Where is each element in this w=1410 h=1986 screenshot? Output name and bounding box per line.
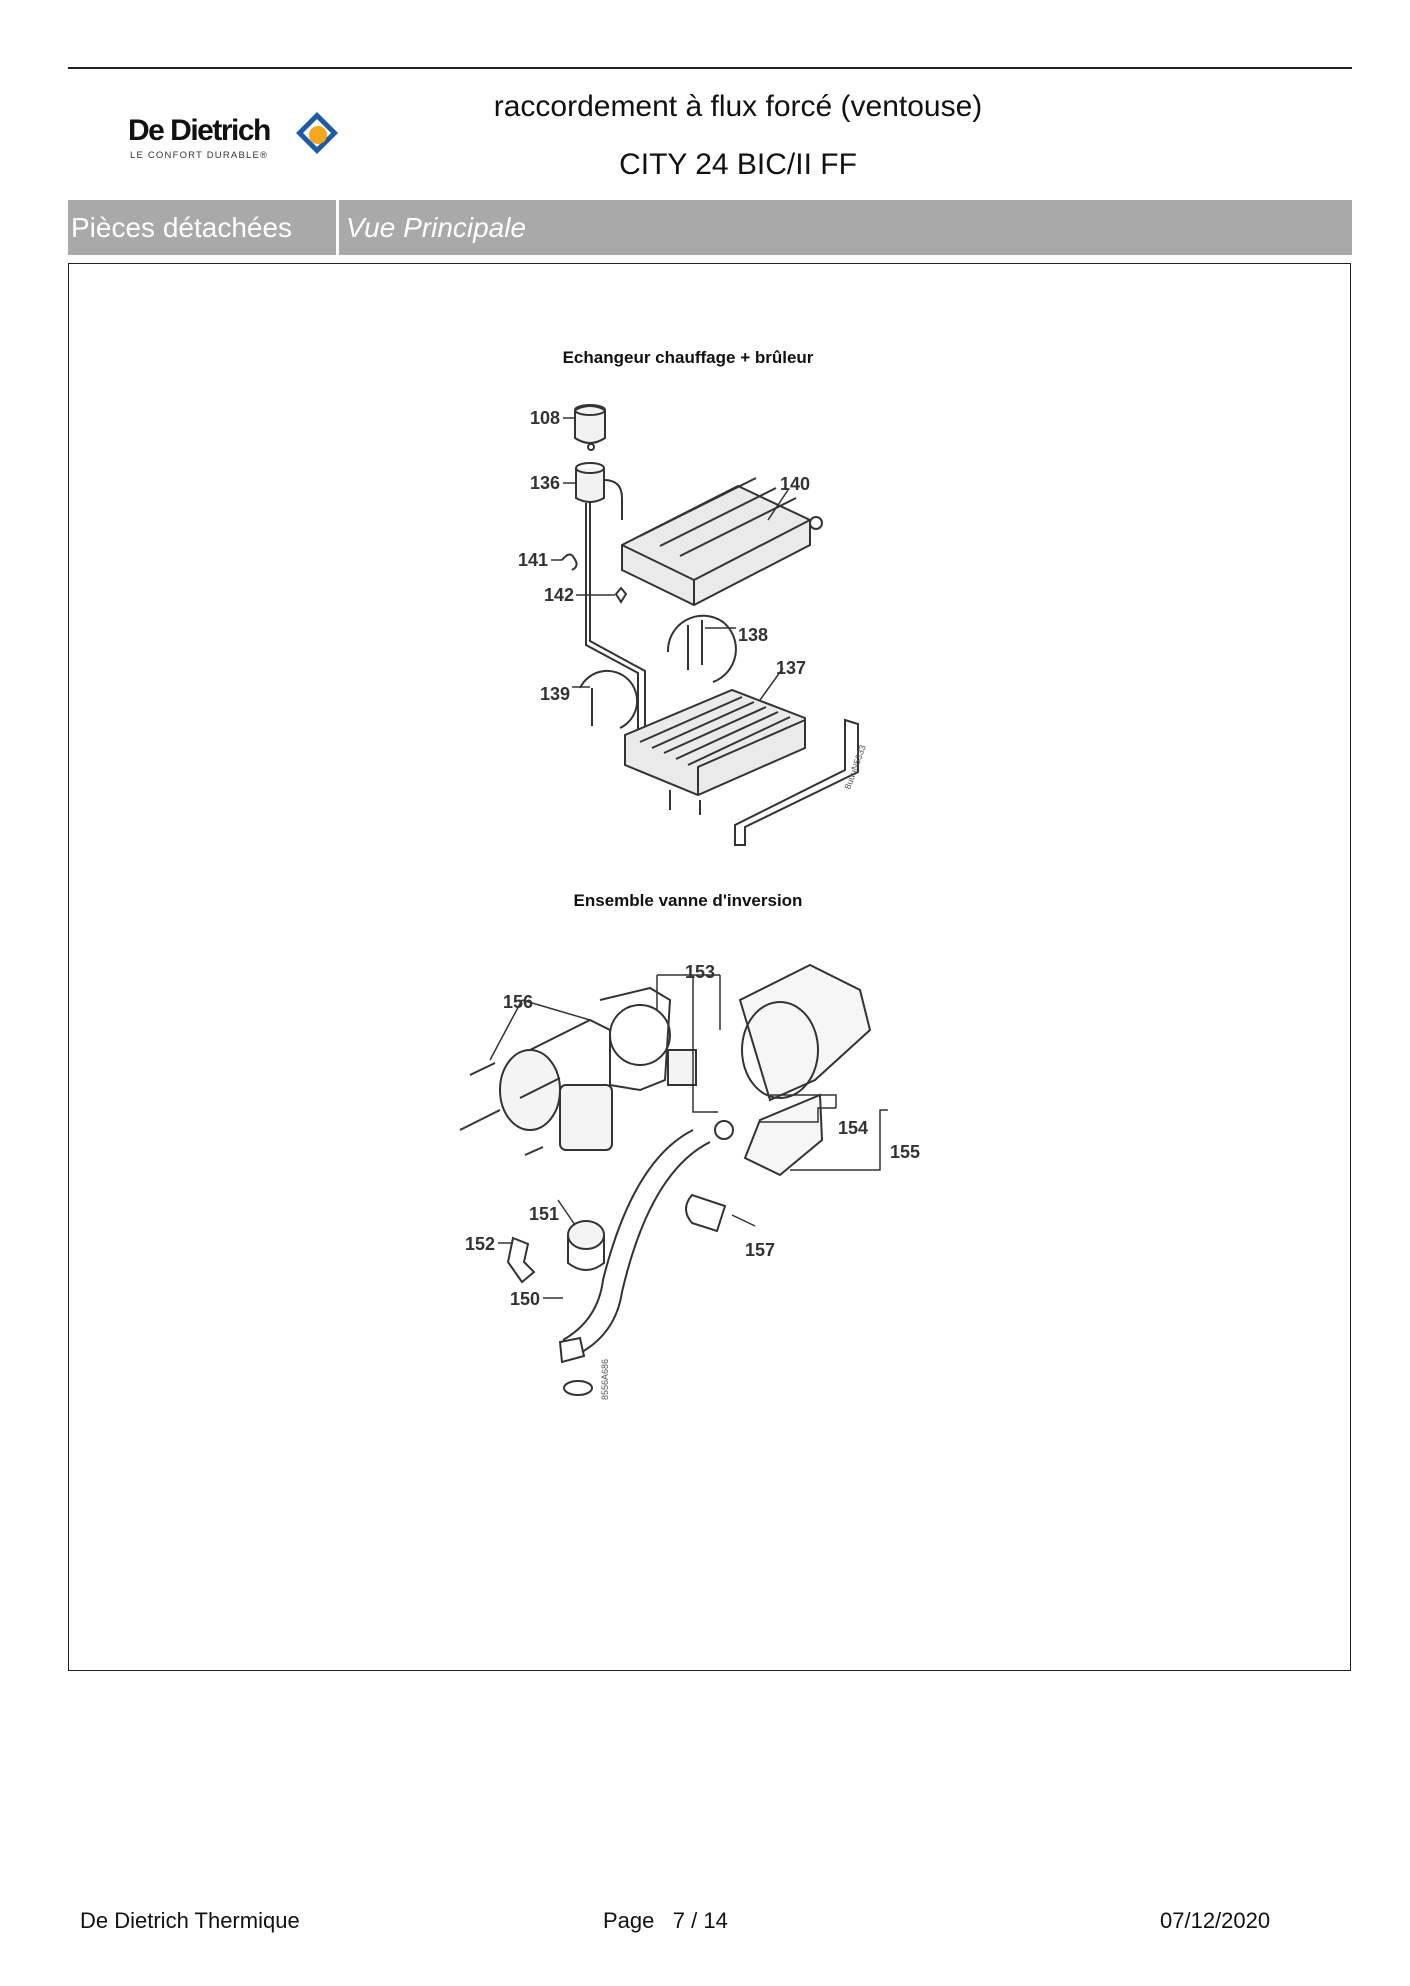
part-label-140: 140 bbox=[780, 474, 810, 494]
document-title: raccordement à flux forcé (ventouse) bbox=[493, 90, 983, 123]
model-name: CITY 24 BIC/II FF bbox=[619, 148, 857, 181]
diagram-frame bbox=[68, 263, 1351, 1671]
footer-date: 07/12/2020 bbox=[1160, 1908, 1271, 1933]
part-label-154: 154 bbox=[838, 1118, 868, 1138]
section-view: Vue Principale bbox=[346, 212, 527, 243]
diverter-leader-lines bbox=[489, 974, 888, 1299]
part-label-138: 138 bbox=[738, 625, 768, 645]
page-total: 14 bbox=[703, 1908, 728, 1933]
exchanger-leader-lines bbox=[551, 417, 789, 701]
part-label-155: 155 bbox=[890, 1142, 920, 1162]
page-separator: / bbox=[691, 1908, 698, 1933]
part-label-136: 136 bbox=[530, 473, 560, 493]
brand-name: De Dietrich bbox=[128, 114, 271, 147]
brand-diamond-icon bbox=[296, 112, 338, 154]
page-current: 7 bbox=[672, 1908, 685, 1933]
part-label-137: 137 bbox=[776, 658, 806, 678]
exchanger-burner-drawing bbox=[561, 404, 859, 846]
header-rule bbox=[68, 67, 1352, 69]
part-label-139: 139 bbox=[540, 684, 570, 704]
part-label-152: 152 bbox=[465, 1234, 495, 1254]
part-label-108: 108 bbox=[530, 408, 560, 428]
part-label-157: 157 bbox=[745, 1240, 775, 1260]
section-category: Pièces détachées bbox=[71, 212, 293, 243]
diagram-title-diverter-valve: Ensemble vanne d'inversion bbox=[574, 891, 803, 910]
section-divider bbox=[336, 200, 339, 255]
footer-page: Page 7 / 14 bbox=[603, 1908, 728, 1934]
part-label-141: 141 bbox=[518, 550, 548, 570]
diverter-valve-drawing bbox=[459, 963, 872, 1396]
section-bar: Pièces détachées Vue Principale bbox=[68, 200, 1352, 255]
diagram-ref-code: 8556A686 bbox=[600, 1359, 610, 1400]
part-label-142: 142 bbox=[544, 585, 574, 605]
footer-company: De Dietrich Thermique bbox=[80, 1908, 300, 1933]
part-label-151: 151 bbox=[529, 1204, 559, 1224]
brand-logo: De Dietrich LE CONFORT DURABLE® bbox=[128, 110, 348, 170]
part-label-153: 153 bbox=[685, 962, 715, 982]
part-label-156: 156 bbox=[503, 992, 533, 1012]
diagram-title-exchanger: Echangeur chauffage + brûleur bbox=[563, 348, 814, 367]
brand-tagline: LE CONFORT DURABLE® bbox=[130, 150, 269, 161]
part-label-150: 150 bbox=[510, 1289, 540, 1309]
diagram-ref-code: 8uuuN5333 bbox=[842, 744, 867, 791]
page-label: Page bbox=[603, 1908, 655, 1933]
